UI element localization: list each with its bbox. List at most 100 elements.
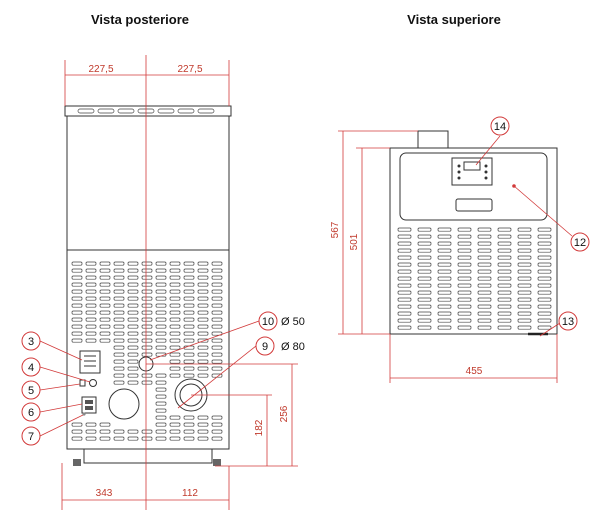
vent-slot: [497, 290, 512, 295]
vent-slot: [113, 338, 125, 343]
vent-slot: [183, 268, 195, 273]
callout-6: [21, 402, 41, 422]
vent-slot: [141, 352, 153, 357]
vent-slot: [155, 429, 167, 434]
vent-slot: [477, 325, 492, 330]
top-body: [389, 147, 558, 335]
vent-slot: [197, 289, 209, 294]
vent-slot: [397, 227, 412, 232]
vent-slot: [113, 317, 125, 322]
vent-slot: [197, 324, 209, 329]
vent-slot: [477, 255, 492, 260]
vent-slot: [437, 318, 452, 323]
vent-slot: [417, 255, 432, 260]
rear-dimensions: 227,5 227,5 343 112 256 182: [61, 55, 298, 510]
vent-slot: [537, 318, 552, 323]
vent-slot: [477, 248, 492, 253]
vent-slot: [141, 345, 153, 350]
callout-4: [21, 357, 41, 377]
vent-slot: [169, 303, 181, 308]
vent-slot: [397, 311, 412, 316]
vent-slot: [417, 297, 432, 302]
vent-slot: [477, 290, 492, 295]
vent-slot: [183, 296, 195, 301]
vent-slot: [437, 227, 452, 232]
vent-slot: [99, 422, 111, 427]
vent-slot: [85, 268, 97, 273]
vent-slot: [397, 283, 412, 288]
vent-slot: [71, 324, 83, 329]
vent-slot: [537, 311, 552, 316]
callout-14: [490, 116, 510, 136]
vent-slot: [169, 359, 181, 364]
vent-slot: [99, 289, 111, 294]
vent-slot: [155, 387, 167, 392]
vent-slot: [113, 261, 125, 266]
vent-slot: [437, 262, 452, 267]
vent-slot: [417, 248, 432, 253]
vent-slot: [169, 268, 181, 273]
vent-slot: [113, 310, 125, 315]
vent-slot: [183, 366, 195, 371]
vent-slot: [71, 275, 83, 280]
vent-slot: [169, 289, 181, 294]
vent-slot: [155, 317, 167, 322]
vent-slot: [417, 276, 432, 281]
vent-slot: [197, 282, 209, 287]
vent-slot: [497, 234, 512, 239]
vent-slot: [477, 304, 492, 309]
vent-slot: [141, 275, 153, 280]
vent-slot: [497, 276, 512, 281]
vent-slot: [127, 324, 139, 329]
vent-slot: [183, 303, 195, 308]
vent-slot: [127, 436, 139, 441]
vent-slot: [85, 317, 97, 322]
vent-slot: [169, 436, 181, 441]
vent-slot: [99, 436, 111, 441]
vent-slot: [127, 303, 139, 308]
vent-slot: [457, 269, 472, 274]
vent-slot: [127, 373, 139, 378]
vent-slot: [85, 331, 97, 336]
vent-slot: [457, 318, 472, 323]
vent-slot: [183, 317, 195, 322]
vent-slot: [99, 317, 111, 322]
vent-slot: [99, 331, 111, 336]
vent-slot: [211, 310, 223, 315]
vent-slot: [437, 248, 452, 253]
rear-foot-left: [73, 459, 81, 466]
vent-slot: [71, 282, 83, 287]
svg-text:7: 7: [28, 431, 34, 443]
vent-slot: [113, 275, 125, 280]
vent-slot: [113, 436, 125, 441]
rear-vent-grid: [71, 261, 223, 441]
vent-slot: [397, 304, 412, 309]
vent-slot: [183, 275, 195, 280]
vent-slot: [183, 282, 195, 287]
vent-slot: [155, 436, 167, 441]
svg-text:3: 3: [28, 336, 34, 348]
vent-slot: [141, 317, 153, 322]
svg-text:12: 12: [574, 237, 586, 249]
rear-dim-bottom-left: 343: [96, 488, 113, 499]
vent-slot: [85, 275, 97, 280]
rear-dim-bottom-right: 112: [182, 488, 198, 499]
vent-slot: [183, 415, 195, 420]
callout-10-label: Ø 50: [281, 316, 305, 328]
vent-slot: [183, 331, 195, 336]
vent-slot: [417, 262, 432, 267]
vent-slot: [457, 297, 472, 302]
vent-slot: [183, 359, 195, 364]
vent-slot: [517, 234, 532, 239]
vent-slot: [99, 324, 111, 329]
vent-slot: [197, 422, 209, 427]
vent-slot: [155, 380, 167, 385]
vent-slot: [85, 310, 97, 315]
vent-slot: [113, 380, 125, 385]
vent-slot: [211, 331, 223, 336]
vent-slot: [457, 304, 472, 309]
svg-text:13: 13: [562, 316, 574, 328]
vent-slot: [457, 311, 472, 316]
vent-slot: [397, 241, 412, 246]
